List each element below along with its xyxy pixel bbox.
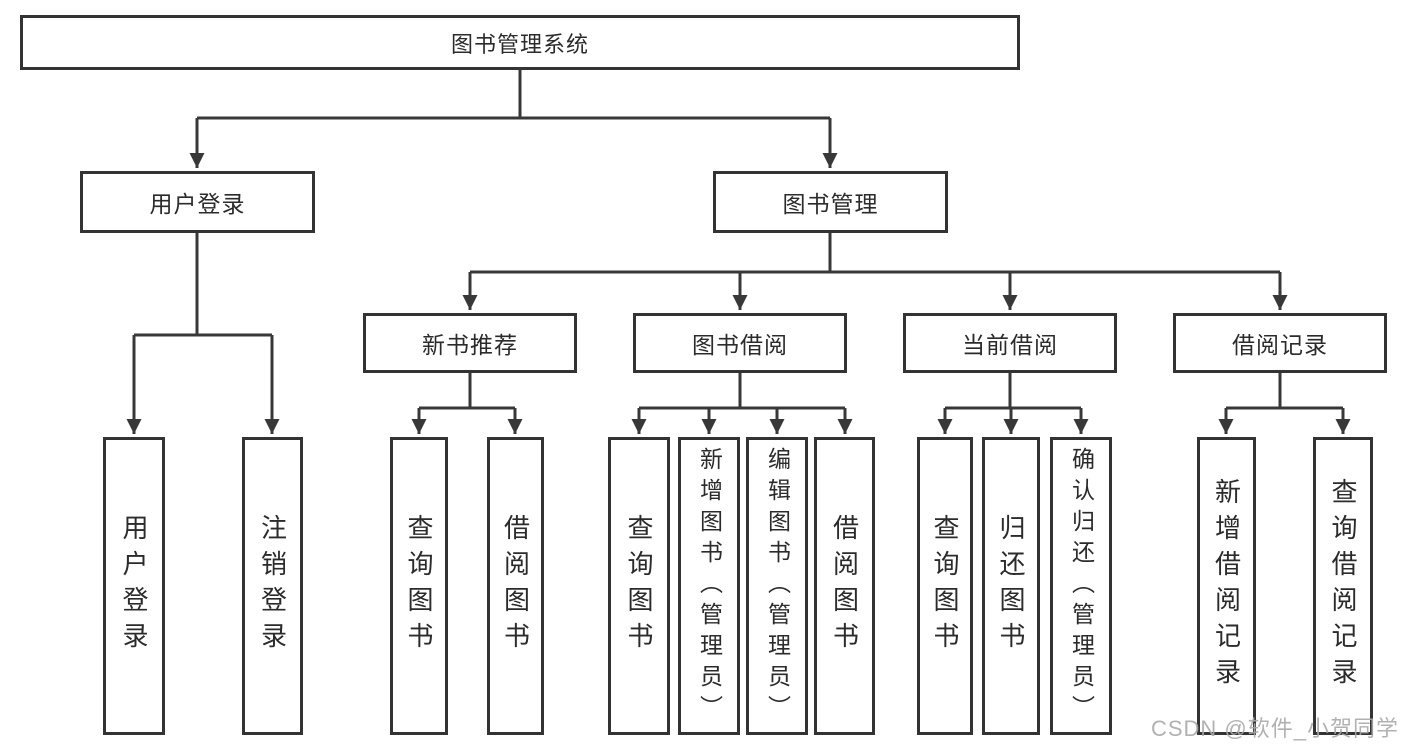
leaf-user-login-label: 用户登录 [119,514,149,658]
node-user-login: 用户登录 [80,171,315,233]
leaf-query-books-borrowing: 查询图书 [608,437,670,735]
leaf-return-books: 归还图书 [982,437,1040,735]
leaf-query-borrow-record-label: 查询借阅记录 [1328,478,1358,694]
leaf-borrow-books-recommend: 借阅图书 [487,437,544,735]
leaf-query-books-borrowing-label: 查询图书 [624,514,654,658]
leaf-logout-label: 注销登录 [257,514,288,658]
leaf-add-borrow-record: 新增借阅记录 [1197,437,1256,735]
leaf-query-books-recommend-label: 查询图书 [404,514,434,658]
node-new-book-recommendation: 新书推荐 [363,313,577,373]
node-book-management: 图书管理 [713,171,948,233]
leaf-borrow-books-borrowing: 借阅图书 [814,437,875,735]
leaf-add-books-admin-label: 新增图书（管理员） [696,446,723,726]
node-current-borrowing: 当前借阅 [903,313,1117,373]
leaf-query-borrow-record: 查询借阅记录 [1313,437,1373,735]
node-borrowing-records: 借阅记录 [1173,313,1387,373]
node-book-borrowing: 图书借阅 [633,313,847,373]
leaf-add-books-admin: 新增图书（管理员） [678,437,740,735]
leaf-edit-books-admin: 编辑图书（管理员） [746,437,808,735]
leaf-borrow-books-borrowing-label: 借阅图书 [829,514,860,658]
leaf-return-books-label: 归还图书 [996,514,1026,658]
leaf-logout: 注销登录 [242,437,303,735]
leaf-query-books-recommend: 查询图书 [390,437,448,735]
leaf-borrow-books-recommend-label: 借阅图书 [500,514,531,658]
root-node-library-management-system: 图书管理系统 [20,15,1020,70]
leaf-query-books-current: 查询图书 [917,437,973,735]
leaf-confirm-return-admin-label: 确认归还（管理员） [1068,446,1095,726]
leaf-add-borrow-record-label: 新增借阅记录 [1211,478,1242,694]
leaf-user-login: 用户登录 [103,437,165,735]
leaf-confirm-return-admin: 确认归还（管理员） [1050,437,1112,735]
csdn-watermark: CSDN @软件_小贺同学 [1150,716,1399,741]
leaf-edit-books-admin-label: 编辑图书（管理员） [764,446,791,726]
leaf-query-books-current-label: 查询图书 [930,514,960,658]
